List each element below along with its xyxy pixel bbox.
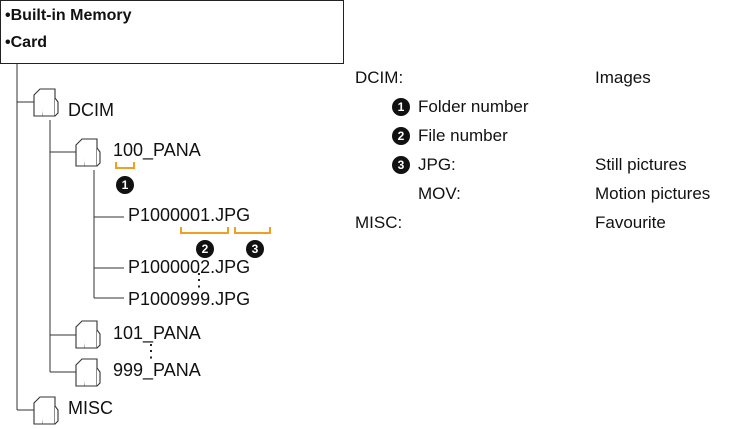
badge-folder-number: 1 — [116, 176, 134, 194]
storage-box: •Built-in Memory •Card — [0, 0, 344, 64]
ellipsis-folders: ⋮ — [142, 341, 160, 361]
legend-dcim-key: DCIM: — [355, 68, 404, 87]
tree-label-folder-second: 101_PANA — [113, 323, 201, 343]
legend-badge-3: 3 — [392, 156, 410, 174]
legend-misc-key: MISC: — [355, 213, 403, 232]
folder-icon — [75, 358, 101, 387]
tree-label-file-second: P1000002.JPG — [128, 257, 251, 277]
legend-jpg-key: JPG: — [418, 155, 456, 174]
tree-label-dcim: DCIM — [68, 100, 114, 120]
folder-icon — [75, 138, 101, 167]
tree-label-file-first: P1000001.JPG — [128, 205, 251, 225]
legend-badge-2: 2 — [392, 127, 410, 145]
storage-item-memory: •Built-in Memory — [5, 7, 132, 24]
legend-folder-number: Folder number — [418, 97, 529, 116]
legend-jpg-value: Still pictures — [595, 155, 687, 174]
bracket-marks — [115, 162, 271, 234]
legend-mov-key: MOV: — [418, 184, 461, 203]
ellipsis-files: ⋮ — [190, 270, 208, 290]
badge-file-number: 2 — [196, 240, 214, 258]
folder-icon — [33, 88, 59, 117]
badge-extension: 3 — [246, 240, 264, 258]
tree-label-file-last: P1000999.JPG — [128, 289, 251, 309]
legend-badge-1: 1 — [392, 98, 410, 116]
legend-misc-value: Favourite — [595, 213, 666, 232]
legend-mov-value: Motion pictures — [595, 184, 711, 203]
legend-file-number: File number — [418, 126, 508, 145]
tree-label-folder-first: 100_PANA — [113, 140, 201, 160]
folder-icon — [33, 396, 59, 425]
legend-dcim-value: Images — [595, 68, 651, 87]
tree-label-folder-last: 999_PANA — [113, 360, 201, 380]
storage-item-card: •Card — [5, 34, 48, 51]
tree-label-misc: MISC — [68, 398, 113, 418]
folder-icon — [75, 320, 101, 349]
